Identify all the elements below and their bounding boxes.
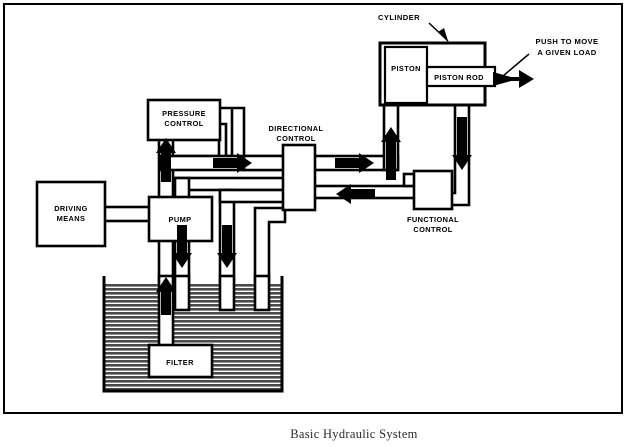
pipe-return-header [173,176,292,192]
pipe-dc-to-drop2 [218,188,287,204]
filter-box [147,343,214,379]
piston-label: PISTON [391,64,421,73]
arrow-tank-drop-2-down [217,225,237,268]
pressure-control-box [146,98,222,142]
pipe-drive-coupling [101,205,153,223]
reservoir-wall [102,276,284,393]
directional-control-label-line1: DIRECTIONAL [269,124,324,133]
functional-control-block: FUNCTIONAL CONTROL [407,169,459,234]
cylinder-annotation-label: CYLINDER [378,13,420,22]
driving-means-block: DRIVING MEANS [35,180,107,248]
figure-border [3,3,623,414]
functional-control-label-line1: FUNCTIONAL [407,215,459,224]
directional-control-box [281,143,317,212]
figure-caption: Basic Hydraulic System [290,427,417,441]
functional-control-box [412,169,454,211]
annotations: CYLINDER PUSH TO MOVE A GIVEN LOAD [378,13,599,77]
pressure-control-label-line2: CONTROL [164,119,203,128]
pipe-drop3-in-tank [253,274,271,312]
pipe-drop1-in-tank [173,274,191,312]
pressure-control-block: PRESSURE CONTROL [146,98,222,142]
directional-control-block: DIRECTIONAL CONTROL [269,124,324,212]
directional-control-label-line2: CONTROL [276,134,315,143]
piston-element [383,45,429,105]
cylinder-leader-head [438,28,448,41]
load-annotation-label-line1: PUSH TO MOVE [536,37,599,46]
load-annotation-label-line2: A GIVEN LOAD [537,48,596,57]
piston-rod-label: PISTON ROD [434,73,484,82]
arrow-pressure-header-right [213,153,252,173]
driving-means-label-line2: MEANS [57,214,86,223]
load-leader-line [502,53,530,77]
arrow-dc-to-cylinder-right [335,153,374,173]
arrow-pump-discharge-up [156,138,176,182]
filter-block: FILTER [147,343,214,379]
arrow-cylinder-return-left [336,184,375,204]
pressure-control-label-line1: PRESSURE [162,109,206,118]
arrow-load-push-right [493,70,534,88]
arrow-tank-drop-1-down [172,225,192,268]
arrow-suction-up [156,277,176,315]
driving-means-label-line1: DRIVING [54,204,88,213]
arrow-cylinder-drain-down [452,117,472,170]
cylinder-assembly: PISTON PISTON ROD [378,41,497,107]
piston-rod-element [425,65,497,88]
driving-means-box [35,180,107,248]
arrow-cylinder-feed-up [381,127,401,180]
pipe-drop2-in-tank [218,274,236,312]
pump-label: PUMP [169,215,192,224]
flow-arrows [156,70,534,315]
functional-control-label-line2: CONTROL [413,225,452,234]
filter-label: FILTER [166,358,194,367]
